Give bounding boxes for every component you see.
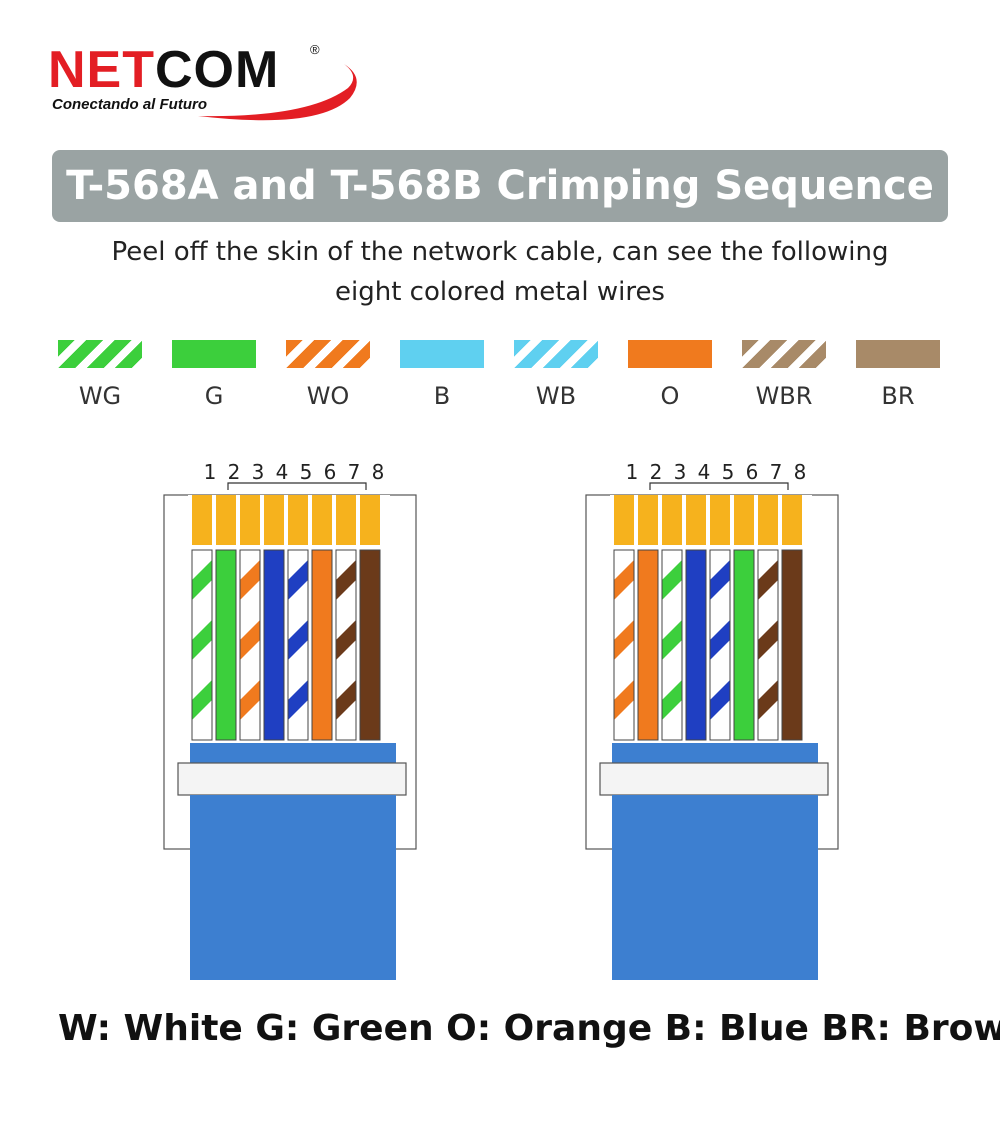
gold-contact-8 (360, 495, 380, 545)
pin-number-5: 5 (300, 460, 313, 484)
logo-net: NET (48, 41, 155, 99)
logo-tagline: Conectando al Futuro (52, 96, 207, 113)
swatch-label: BR (881, 382, 915, 410)
swatch-label: B (433, 382, 451, 410)
swatch-o: O (620, 340, 720, 410)
registered-mark: ® (310, 42, 320, 57)
gold-contact-8 (782, 495, 802, 545)
gold-contact-7 (758, 495, 778, 545)
wire-7 (335, 549, 357, 741)
pin-number-8: 8 (372, 460, 385, 484)
netcom-logo: NETCOM ® Conectando al Futuro (48, 38, 368, 128)
wire-6 (733, 549, 755, 741)
swatch-bar (400, 340, 484, 368)
wire-2 (637, 549, 659, 741)
subtitle: Peel off the skin of the network cable, … (80, 232, 920, 312)
wire-3 (661, 549, 683, 741)
pin-number-4: 4 (276, 460, 289, 484)
swatch-bar (742, 340, 826, 368)
gold-contact-2 (216, 495, 236, 545)
swatch-g: G (164, 340, 264, 410)
gold-contact-6 (734, 495, 754, 545)
pin-number-5: 5 (722, 460, 735, 484)
pin-number-4: 4 (698, 460, 711, 484)
pin-number-1: 1 (626, 460, 639, 484)
pin-bracket (227, 482, 367, 490)
gold-contact-6 (312, 495, 332, 545)
pin-number-2: 2 (228, 460, 241, 484)
gold-contact-5 (710, 495, 730, 545)
swatch-label: WBR (755, 382, 813, 410)
pin-number-8: 8 (794, 460, 807, 484)
pin-number-3: 3 (252, 460, 265, 484)
swatch-wo: WO (278, 340, 378, 410)
wire-4 (685, 549, 707, 741)
wire-7 (757, 549, 779, 741)
swatch-label: WG (78, 382, 122, 410)
swatch-bar (172, 340, 256, 368)
swatch-label: WB (535, 382, 577, 410)
subtitle-line-2: eight colored metal wires (335, 277, 665, 307)
subtitle-line-1: Peel off the skin of the network cable, … (111, 237, 889, 267)
gold-contact-3 (240, 495, 260, 545)
pin-number-1: 1 (204, 460, 217, 484)
swatch-bar (856, 340, 940, 368)
wire-3 (239, 549, 261, 741)
gold-contact-4 (686, 495, 706, 545)
wire-5 (709, 549, 731, 741)
pin-number-3: 3 (674, 460, 687, 484)
gold-contact-1 (614, 495, 634, 545)
swatch-label: O (660, 382, 680, 410)
wire-4 (263, 549, 285, 741)
gold-contact-3 (662, 495, 682, 545)
swatch-bar (58, 340, 142, 368)
wire-swatch-legend: WG G WO B WB O WBR BR (50, 340, 970, 420)
wire-8 (359, 549, 381, 741)
swatch-b: B (392, 340, 492, 410)
swatch-label: WO (306, 382, 350, 410)
jacket-top (190, 743, 396, 765)
wire-8 (781, 549, 803, 741)
color-legend: W: White G: Green O: Orange B: Blue BR: … (58, 1008, 1000, 1049)
strain-relief-band (177, 762, 407, 796)
swatch-bar (628, 340, 712, 368)
swatch-wbr: WBR (734, 340, 834, 410)
pin-bracket (649, 482, 789, 490)
pin-number-7: 7 (770, 460, 783, 484)
wire-2 (215, 549, 237, 741)
swatch-bar (286, 340, 370, 368)
jacket-top (612, 743, 818, 765)
gold-contact-7 (336, 495, 356, 545)
strain-relief-band (599, 762, 829, 796)
gold-contact-5 (288, 495, 308, 545)
swatch-br: BR (848, 340, 948, 410)
wire-1 (613, 549, 635, 741)
pin-number-6: 6 (324, 460, 337, 484)
logo-wordmark: NETCOM (48, 38, 279, 102)
page-title: T-568A and T-568B Crimping Sequence (52, 150, 948, 222)
logo-swoosh-icon (198, 64, 357, 121)
gold-contact-4 (264, 495, 284, 545)
wire-5 (287, 549, 309, 741)
cable-jacket (612, 795, 818, 980)
logo-com: COM (155, 41, 280, 99)
pin-number-6: 6 (746, 460, 759, 484)
wire-1 (191, 549, 213, 741)
swatch-wg: WG (50, 340, 150, 410)
gold-contact-1 (192, 495, 212, 545)
gold-contact-2 (638, 495, 658, 545)
swatch-bar (514, 340, 598, 368)
pin-number-7: 7 (348, 460, 361, 484)
wire-6 (311, 549, 333, 741)
pin-number-2: 2 (650, 460, 663, 484)
swatch-label: G (204, 382, 224, 410)
swatch-wb: WB (506, 340, 606, 410)
cable-jacket (190, 795, 396, 980)
